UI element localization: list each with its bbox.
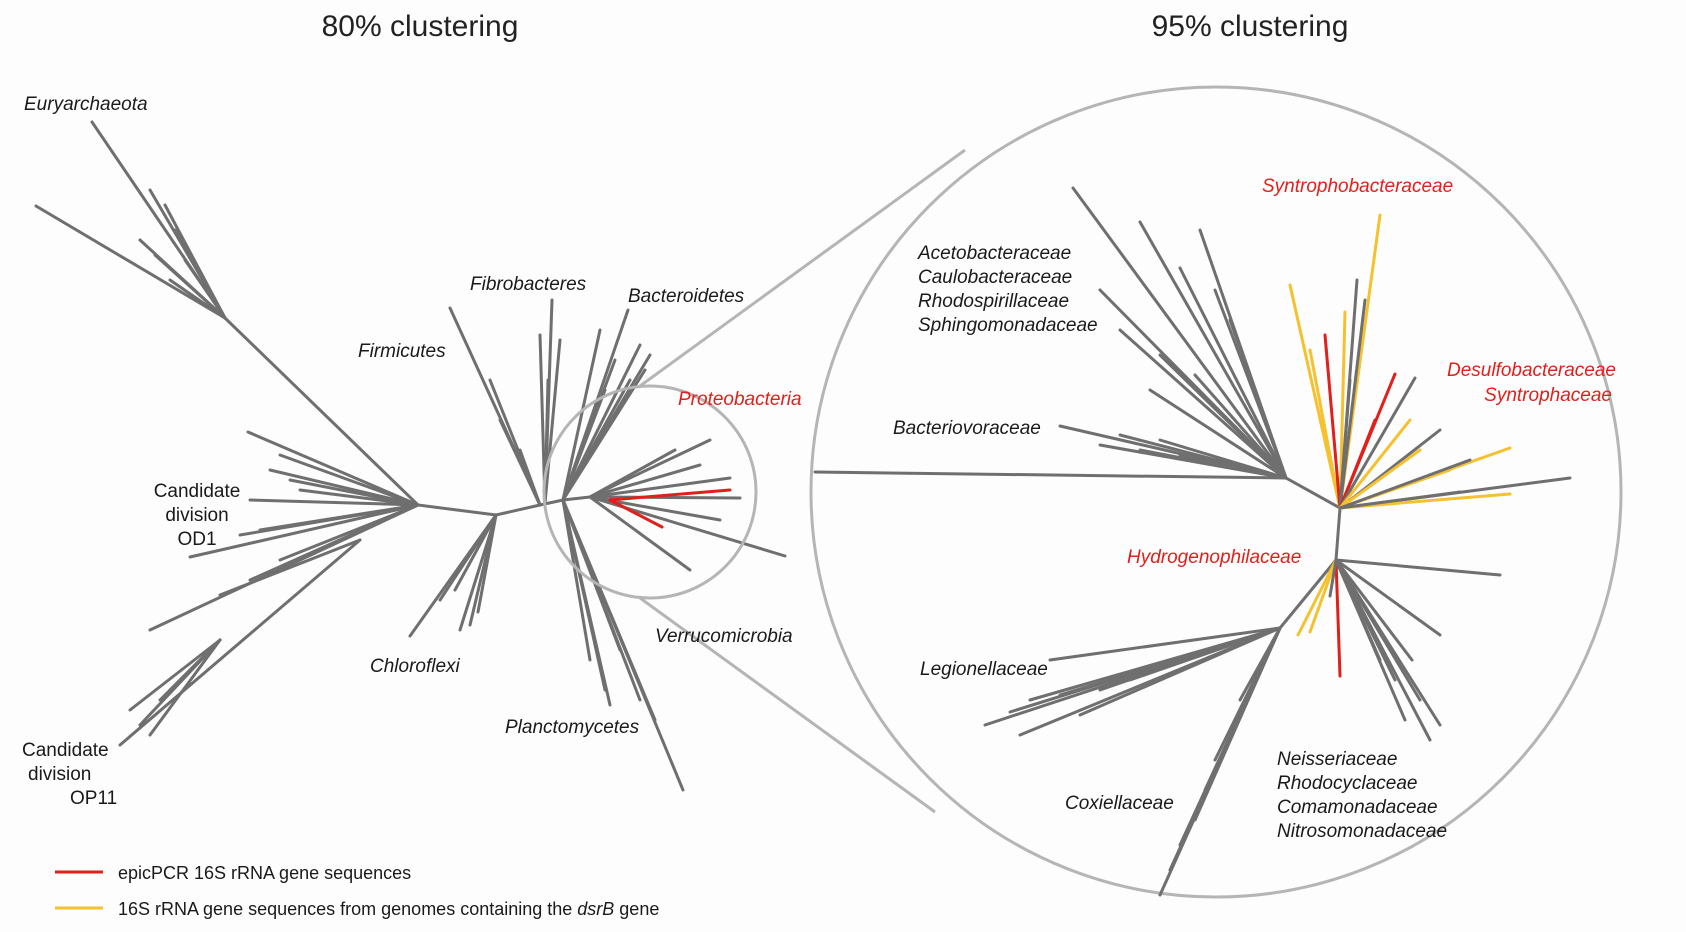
firmicutes-clade (448, 306, 542, 507)
zoom-connector-bottom (639, 596, 936, 814)
label-desulfobacteraceae: Desulfobacteraceae (1447, 360, 1616, 381)
bacteriovoraceae-clade (1058, 424, 1288, 480)
label-op11-line1: Candidate (22, 740, 109, 761)
legend-yellow-label: 16S rRNA gene sequences from genomes con… (118, 899, 659, 919)
label-caulobacteraceae: Caulobacteraceae (918, 267, 1072, 288)
left-tree (34, 120, 787, 792)
label-syntrophaceae: Syntrophaceae (1484, 385, 1612, 406)
legend-yellow-text-end: gene (614, 899, 659, 919)
right-panel-title: 95% clustering (1152, 10, 1349, 43)
label-nitrosomonadaceae: Nitrosomonadaceae (1277, 821, 1447, 842)
label-fibrobacteres: Fibrobacteres (470, 274, 587, 295)
zoom-detail-circle (809, 85, 1623, 899)
proteobacteria-clade (588, 438, 787, 572)
bacteroidetes-clade (561, 308, 652, 502)
legend: epicPCR 16S rRNA gene sequences 16S rRNA… (55, 863, 659, 919)
legend-yellow-text-start: 16S rRNA gene sequences from genomes con… (118, 899, 577, 919)
label-syntrophobacteraceae: Syntrophobacteraceae (1262, 176, 1453, 197)
label-coxiellaceae: Coxiellaceae (1065, 793, 1174, 814)
left-panel-title: 80% clustering (322, 10, 519, 43)
legend-yellow-gene: dsrB (577, 899, 614, 919)
beta-group-clade (1334, 558, 1442, 742)
label-acetobacteraceae: Acetobacteraceae (917, 243, 1071, 264)
label-neisseriaceae: Neisseriaceae (1277, 749, 1397, 770)
planctomycetes-verrucomicrobia-clade (561, 498, 685, 792)
coxiellaceae-clade (1158, 626, 1282, 897)
hydrogenophilaceae-clade (1296, 558, 1502, 678)
label-bacteroidetes: Bacteroidetes (628, 286, 745, 307)
alpha-group-clade (1071, 186, 1288, 480)
chloroflexi-clade (408, 513, 498, 638)
label-od1-line2: division (165, 505, 228, 526)
label-od1-line1: Candidate (154, 481, 241, 502)
label-comamonadaceae: Comamonadaceae (1277, 797, 1438, 818)
label-sphingomonadaceae: Sphingomonadaceae (918, 315, 1098, 336)
label-rhodospirillaceae: Rhodospirillaceae (918, 291, 1069, 312)
label-euryarchaeota: Euryarchaeota (24, 94, 148, 115)
legionellaceae-clade (983, 626, 1282, 737)
op11-clade (118, 503, 420, 747)
label-bacteriovoraceae: Bacteriovoraceae (893, 418, 1041, 439)
right-tree (809, 85, 1623, 899)
label-rhodocyclaceae: Rhodocyclaceae (1277, 773, 1417, 794)
label-hydrogenophilaceae: Hydrogenophilaceae (1127, 547, 1301, 568)
label-planctomycetes: Planctomycetes (505, 717, 640, 738)
desulfobacteraceae-syntrophaceae-clade (1338, 372, 1572, 510)
label-chloroflexi: Chloroflexi (370, 656, 461, 677)
legend-red-label: epicPCR 16S rRNA gene sequences (118, 863, 411, 883)
label-legionellaceae: Legionellaceae (920, 659, 1048, 680)
label-op11-line2: division (28, 764, 91, 785)
label-od1-line3: OD1 (177, 529, 216, 550)
label-proteobacteria: Proteobacteria (678, 389, 802, 410)
label-firmicutes: Firmicutes (358, 341, 446, 362)
left-backbone (223, 316, 592, 517)
proteobacteria-zoom-circle (542, 384, 758, 600)
euryarchaeota-clade (34, 120, 227, 320)
zoom-connector-top (639, 148, 966, 388)
label-verrucomicrobia: Verrucomicrobia (655, 626, 793, 647)
label-op11-line3: OP11 (70, 788, 117, 809)
od1-clade (188, 430, 420, 559)
syntrophobacteraceae-clade (1288, 213, 1382, 510)
fibrobacteres-clade (538, 298, 562, 505)
